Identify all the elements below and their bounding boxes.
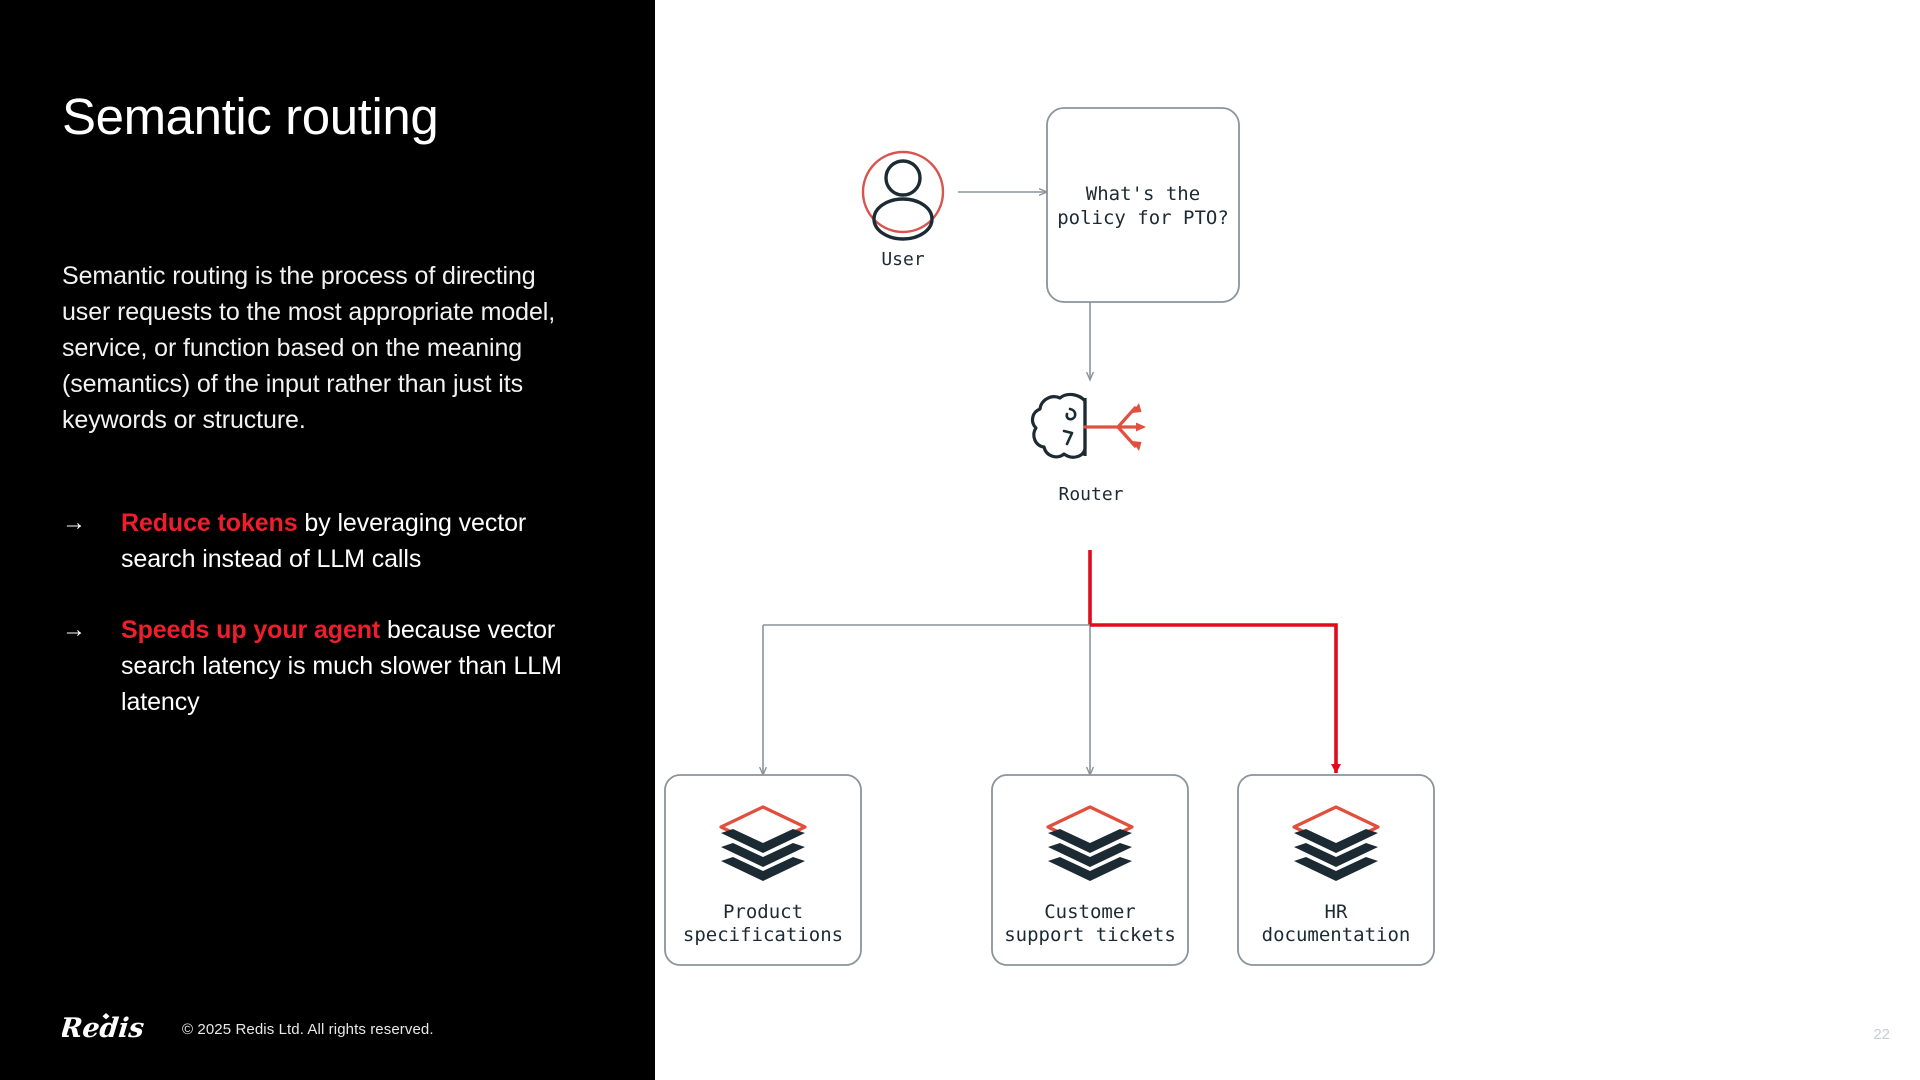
- page-title: Semantic routing: [62, 88, 439, 145]
- destination-label-line-2: specifications: [683, 924, 843, 946]
- destination-label-line-1: Customer: [1044, 901, 1136, 923]
- list-item: → Reduce tokens by leveraging vector sea…: [62, 505, 582, 577]
- arrow-right-icon: →: [62, 509, 86, 536]
- distribution-bus-active: [1090, 623, 1341, 774]
- redis-logo: Redis: [57, 1010, 154, 1046]
- page-number: 22: [1873, 1026, 1890, 1043]
- user-avatar-icon: [861, 150, 945, 241]
- destination-box-product-specifications[interactable]: Product specifications: [664, 774, 862, 966]
- semantic-routing-diagram: User What's the policy for PTO?: [655, 0, 1920, 1080]
- user-caption: User: [881, 249, 925, 270]
- arrow-right-icon: →: [62, 616, 86, 643]
- layers-stack-icon: [1292, 805, 1380, 881]
- svg-text:Redis: Redis: [62, 1013, 146, 1044]
- copyright-text: © 2025 Redis Ltd. All rights reserved.: [182, 1021, 434, 1038]
- bullet-highlight: Speeds up your agent: [121, 616, 381, 644]
- distribution-bus-inactive: [763, 624, 1090, 775]
- bullet-rest: because vector search latency is much sl…: [121, 616, 562, 716]
- left-content-panel: Semantic routing Semantic routing is the…: [0, 0, 655, 1080]
- bullet-highlight: Reduce tokens: [121, 509, 298, 537]
- router-caption: Router: [1058, 484, 1123, 505]
- bullet-list: → Reduce tokens by leveraging vector sea…: [62, 505, 582, 755]
- destination-box-hr-documentation[interactable]: HR documentation: [1237, 774, 1435, 966]
- destination-label-line-2: documentation: [1262, 924, 1411, 946]
- body-paragraph: Semantic routing is the process of direc…: [62, 262, 556, 434]
- bullet-rest: by leveraging vector search instead of L…: [121, 509, 527, 573]
- bullet-text: Reduce tokens by leveraging vector searc…: [121, 509, 526, 573]
- destination-label-line-1: Product: [723, 901, 803, 923]
- query-box-line-1: What's the: [1086, 183, 1200, 205]
- query-box-line-2: policy for PTO?: [1057, 207, 1229, 229]
- bullet-text: Speeds up your agent because vector sear…: [121, 616, 562, 716]
- destination-label-line-1: HR: [1325, 901, 1348, 923]
- layers-stack-icon: [719, 805, 807, 881]
- brain-router-icon: [1030, 392, 1146, 459]
- query-box: What's the policy for PTO?: [1046, 107, 1240, 303]
- layers-stack-icon: [1046, 805, 1134, 881]
- list-item: → Speeds up your agent because vector se…: [62, 612, 582, 720]
- destination-box-customer-support-tickets[interactable]: Customer support tickets: [991, 774, 1189, 966]
- destination-label-line-2: support tickets: [1004, 924, 1176, 946]
